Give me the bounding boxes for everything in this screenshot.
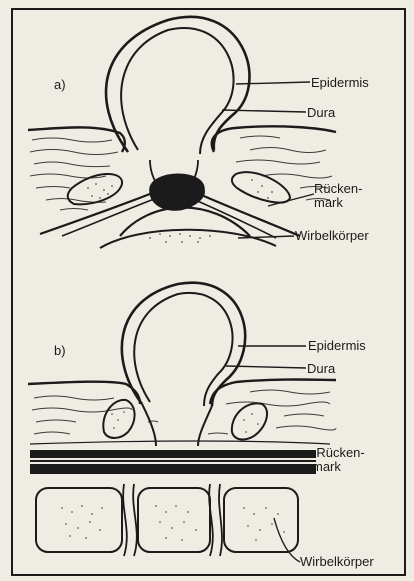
panel-b-label-spinal-cord: -Rücken- mark bbox=[312, 446, 365, 473]
panel-a-drawing bbox=[28, 17, 336, 248]
panel-a-label-vertebral-body: Wirbelkörper bbox=[295, 229, 369, 242]
panel-b-vertebrae bbox=[36, 484, 298, 556]
panel-a-label-dura: Dura bbox=[307, 106, 335, 119]
panel-b-marker: b) bbox=[54, 344, 66, 357]
panel-a-label-spinal-cord: Rücken- mark bbox=[314, 182, 362, 209]
panel-b-stipple bbox=[61, 411, 285, 541]
panel-b-spinal-cord-band bbox=[30, 450, 316, 474]
panel-b-label-epidermis: Epidermis bbox=[308, 339, 366, 352]
panel-b-drawing bbox=[28, 283, 336, 562]
panel-b-label-dura: Dura bbox=[307, 362, 335, 375]
figure-frame bbox=[12, 9, 405, 575]
panel-a-label-epidermis: Epidermis bbox=[311, 76, 369, 89]
panel-b-label-vertebral-body: Wirbelkörper bbox=[300, 555, 374, 568]
panel-b-tissue-hatching bbox=[32, 390, 336, 434]
panel-a-marker: a) bbox=[54, 78, 66, 91]
